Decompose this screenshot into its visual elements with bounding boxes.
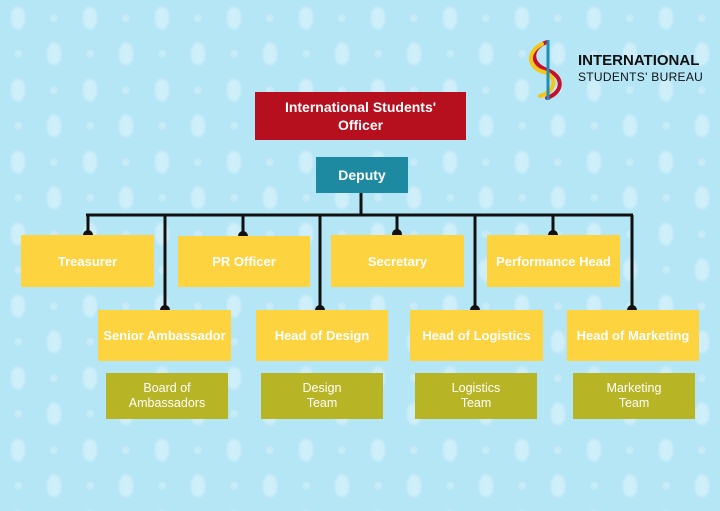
deputy-box: Deputy — [316, 157, 408, 193]
senior-ambassador-box: Senior Ambassador — [98, 310, 231, 361]
head-of-design-box: Head of Design — [256, 310, 388, 361]
performance-head-box: Performance Head — [487, 235, 620, 287]
treasurer-box: Treasurer — [21, 235, 154, 287]
head-of-logistics-box: Head of Logistics — [410, 310, 543, 361]
logo-mark-icon — [529, 40, 562, 100]
design-team-box: Design Team — [261, 373, 383, 419]
logistics-team-box: Logistics Team — [415, 373, 537, 419]
marketing-team-box: Marketing Team — [573, 373, 695, 419]
international-students-officer-box: International Students' Officer — [255, 92, 466, 140]
pr-officer-box: PR Officer — [178, 236, 310, 287]
logo-line-2: STUDENTS' BUREAU — [578, 70, 704, 84]
logo-line-1: INTERNATIONAL — [578, 52, 700, 69]
secretary-box: Secretary — [331, 235, 464, 287]
board-of-ambassadors-box: Board of Ambassadors — [106, 373, 228, 419]
head-of-marketing-box: Head of Marketing — [567, 310, 699, 361]
